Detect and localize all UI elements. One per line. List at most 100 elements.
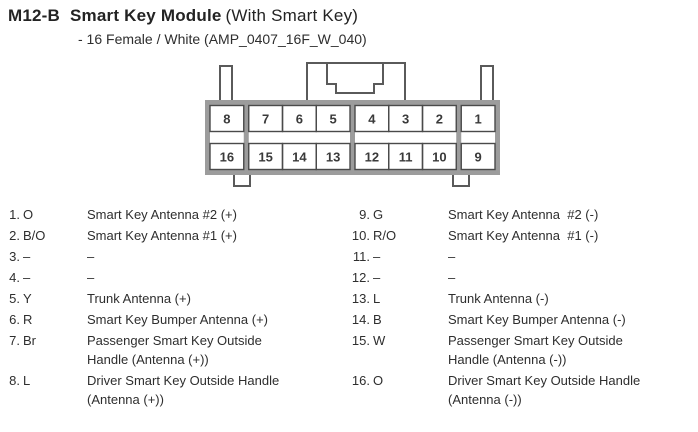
pin-number: 8. (9, 373, 20, 388)
wire-color-code: L (23, 373, 31, 388)
wire-color-code: B/O (23, 228, 46, 243)
pin-row: 16.O Driver Smart Key Outside Handle (Ant… (348, 371, 698, 409)
pin-list-left: 1.O Smart Key Antenna #2 (+) 2.B/O Smart Ke… (0, 205, 348, 411)
prong-right-icon (480, 65, 494, 104)
pin-description: Smart Key Antenna #2 (+) (87, 207, 237, 222)
title-suffix: (With Smart Key) (225, 6, 359, 25)
pin-cell-number: 10 (432, 150, 446, 165)
pin-row: 1.O Smart Key Antenna #2 (+) (0, 205, 348, 224)
pin-row: 13.L Trunk Antenna (-) (348, 289, 698, 308)
pin-cell-number: 2 (436, 112, 443, 127)
pin-description: – (448, 270, 456, 285)
pin-number: 16. (351, 373, 370, 388)
pin-cell (421, 142, 457, 171)
latch-key-icon (326, 64, 384, 94)
header: M12-B Smart Key Module(With Smart Key) - … (8, 6, 367, 48)
page-title: M12-B Smart Key Module(With Smart Key) (8, 6, 367, 26)
pin-number: 5. (9, 291, 20, 306)
pin-description: Driver Smart Key Outside Handle (Antenna… (87, 373, 280, 407)
pin-cell-number: 11 (399, 150, 413, 165)
pin-cell (209, 104, 245, 133)
pin-cell-number: 16 (220, 150, 234, 165)
pin-number: 10. (351, 228, 370, 243)
pin-cell-number: 12 (365, 150, 379, 165)
pin-description: Smart Key Bumper Antenna (+) (87, 312, 269, 327)
wire-color-code: – (23, 270, 31, 285)
pin-number: 12. (351, 270, 370, 285)
pin-row: 8.L Driver Smart Key Outside Handle (Ante… (0, 371, 348, 409)
pin-cell (209, 142, 245, 171)
wire-color-code: W (373, 333, 386, 348)
wire-color-code: – (23, 249, 31, 264)
pin-description: Trunk Antenna (+) (87, 291, 191, 306)
pin-description: – (448, 249, 456, 264)
pin-row: 12.–– (348, 268, 698, 287)
wire-color-code: – (373, 249, 381, 264)
pin-row: 10.R/O Smart Key Antenna #1 (-) (348, 226, 698, 245)
pin-cell-number: 9 (475, 150, 482, 165)
pin-description: Smart Key Antenna #1 (+) (87, 228, 237, 243)
pin-row: 2.B/O Smart Key Antenna #1 (+) (0, 226, 348, 245)
pin-cell-number: 6 (296, 112, 303, 127)
group-divider (350, 105, 355, 170)
pin-number: 15. (351, 333, 370, 348)
pin-number: 1. (9, 207, 20, 222)
latch-housing-icon (306, 62, 406, 104)
pin-description: Smart Key Antenna #2 (-) (448, 207, 599, 222)
pin-row: 7.Br Passenger Smart Key Outside Handle (… (0, 331, 348, 369)
pin-number: 7. (9, 333, 20, 348)
wire-color-code: L (373, 291, 381, 306)
pin-cell (460, 104, 496, 133)
pin-description: Smart Key Antenna #1 (-) (448, 228, 599, 243)
pin-cell (315, 104, 351, 133)
pin-number: 2. (9, 228, 20, 243)
pin-cell (315, 142, 351, 171)
wire-color-code: O (23, 207, 34, 222)
wire-color-code: O (373, 373, 384, 388)
group-divider (456, 105, 462, 170)
pin-description: Driver Smart Key Outside Handle (Antenna… (448, 373, 641, 407)
pin-cell-number: 13 (326, 150, 340, 165)
wire-color-code: R/O (373, 228, 397, 243)
pin-number: 4. (9, 270, 20, 285)
pin-cell (421, 104, 457, 133)
pin-row: 3.–– (0, 247, 348, 266)
pin-description: Trunk Antenna (-) (448, 291, 549, 306)
pin-row: 14.B Smart Key Bumper Antenna (-) (348, 310, 698, 329)
pin-row: 4.–– (0, 268, 348, 287)
pin-row: 5.Y Trunk Antenna (+) (0, 289, 348, 308)
wire-color-code: B (373, 312, 382, 327)
pin-cell-number: 7 (262, 112, 269, 127)
prong-left-icon (219, 65, 233, 104)
pin-cell-number: 4 (368, 112, 376, 127)
wire-color-code: – (373, 270, 381, 285)
pin-number: 14. (351, 312, 370, 327)
wire-color-code: Br (23, 333, 36, 348)
wire-color-code: G (373, 207, 384, 222)
pin-description: Smart Key Bumper Antenna (-) (448, 312, 626, 327)
pin-cell (460, 142, 496, 171)
pin-cell-number: 15 (258, 150, 272, 165)
connector-code: M12-B (8, 6, 61, 25)
pin-number: 11. (352, 249, 370, 264)
module-name: Smart Key Module (70, 6, 222, 25)
pin-description: – (87, 249, 95, 264)
pin-description: Passenger Smart Key Outside Handle (Ante… (87, 333, 262, 367)
pin-cell-number: 1 (475, 112, 482, 127)
pin-number: 13. (351, 291, 370, 306)
pin-cell-number: 3 (402, 112, 409, 127)
wire-color-code: Y (23, 291, 32, 306)
pin-cell-number: 8 (223, 112, 230, 127)
pin-row: 11.–– (348, 247, 698, 266)
connector-subtitle: - 16 Female / White (AMP_0407_16F_W_040) (78, 31, 367, 47)
pin-number: 6. (9, 312, 20, 327)
group-divider (243, 105, 249, 170)
pin-cell-number: 5 (330, 112, 337, 127)
